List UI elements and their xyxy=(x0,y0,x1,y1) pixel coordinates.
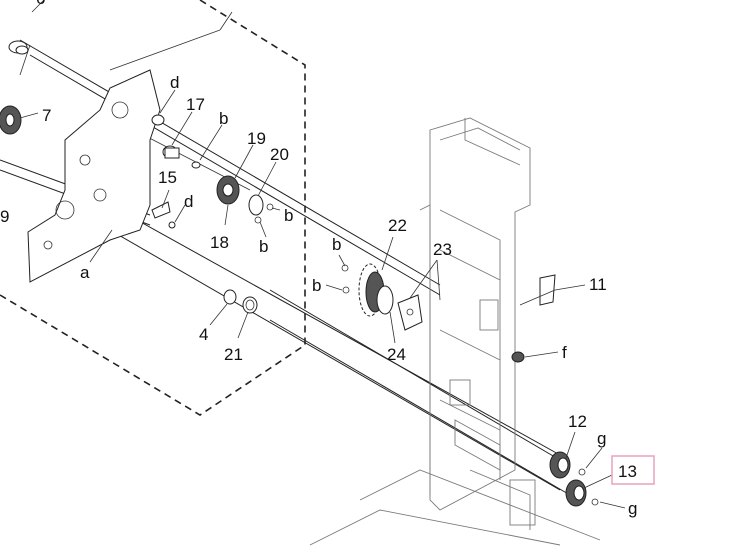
shaft-lines xyxy=(0,39,571,496)
callout-9: 9 xyxy=(0,207,9,226)
gear-12 xyxy=(549,451,586,479)
callout-b4: b xyxy=(332,235,341,254)
bracket-11 xyxy=(539,274,556,306)
callout-g1: g xyxy=(597,429,606,448)
callout-19: 19 xyxy=(247,129,266,148)
callout-20: 20 xyxy=(270,145,289,164)
highlight-box-13 xyxy=(611,455,655,485)
callout-18: 18 xyxy=(210,233,229,252)
side-plate xyxy=(8,11,233,283)
screw-f xyxy=(511,351,525,363)
callout-17: 17 xyxy=(186,95,205,114)
callout-d1: d xyxy=(170,73,179,92)
leader-lines xyxy=(19,0,626,509)
callout-b1: b xyxy=(219,109,228,128)
callout-labels: 6 7 9 d 17 b 19 20 b 15 d 18 b a 4 21 22… xyxy=(0,0,637,518)
gear-13 xyxy=(565,479,599,507)
callout-12: 12 xyxy=(568,412,587,431)
callout-f: f xyxy=(562,343,567,362)
callout-22: 22 xyxy=(388,216,407,235)
callout-6: 6 xyxy=(36,0,45,8)
callout-23: 23 xyxy=(433,240,452,259)
callout-b3: b xyxy=(259,237,268,256)
callout-7: 7 xyxy=(42,106,51,125)
gear-7 xyxy=(0,105,22,135)
callout-11: 11 xyxy=(589,275,607,294)
callout-24: 24 xyxy=(387,345,406,364)
callout-b2: b xyxy=(284,206,293,225)
subassembly-parts xyxy=(151,114,274,314)
callout-b5: b xyxy=(312,276,321,295)
callout-a: a xyxy=(80,263,90,282)
gear-22-24-assembly xyxy=(341,263,423,331)
callout-13: 13 xyxy=(618,462,637,481)
callout-21: 21 xyxy=(224,345,243,364)
callout-4: 4 xyxy=(199,325,208,344)
callout-g2: g xyxy=(628,499,637,518)
callout-15: 15 xyxy=(158,168,177,187)
callout-d2: d xyxy=(184,192,193,211)
main-frame xyxy=(309,117,601,546)
